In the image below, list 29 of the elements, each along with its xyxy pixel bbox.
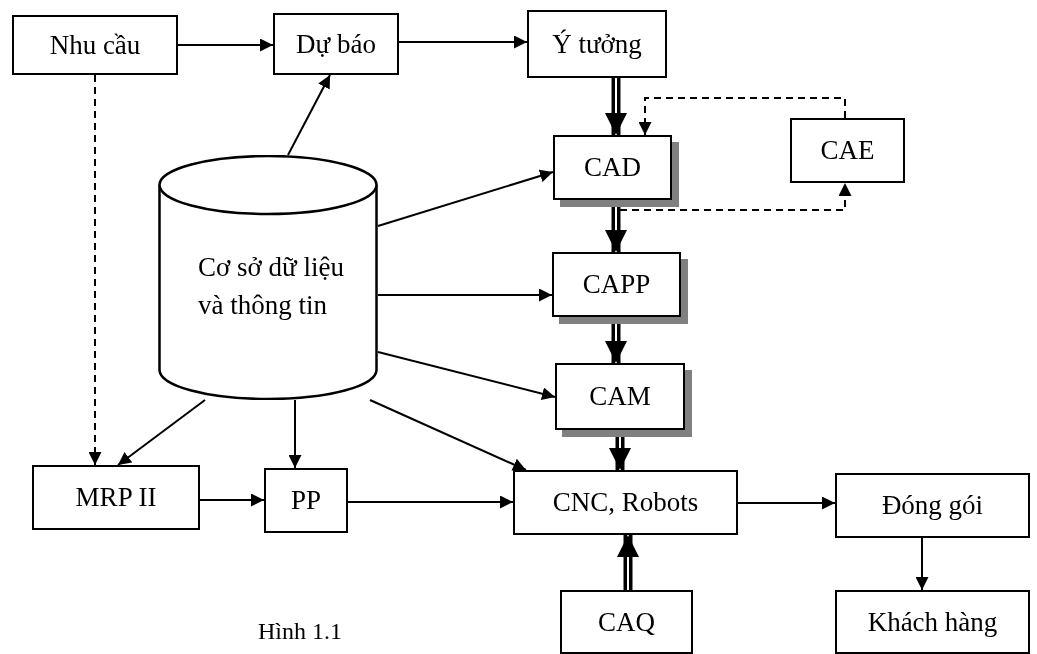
process-box: CAQ	[560, 590, 693, 654]
arrow	[737, 496, 836, 510]
arrow	[915, 537, 929, 591]
arrow	[377, 169, 554, 227]
arrow	[177, 38, 274, 52]
arrow	[369, 399, 527, 471]
arrow	[88, 74, 102, 466]
arrow	[398, 35, 528, 49]
process-box: Dự báo	[273, 13, 399, 75]
process-box: Ý tưởng	[527, 10, 667, 78]
arrow	[605, 78, 627, 135]
figure-caption: Hình 1.1	[258, 618, 342, 645]
node-label: Cơ sở dữ liệu và thông tin	[198, 251, 345, 322]
process-box: CAE	[790, 118, 905, 183]
arrow	[287, 74, 331, 156]
arrow	[347, 495, 514, 509]
arrow	[638, 97, 846, 136]
arrow	[377, 351, 556, 401]
process-box: Nhu cầu	[12, 15, 178, 75]
process-box: CNC, Robots	[513, 470, 738, 535]
process-box: Đóng gói	[835, 473, 1030, 538]
process-box: Khách hàng	[835, 590, 1030, 654]
arrow	[377, 288, 553, 302]
arrow	[617, 535, 639, 590]
process-box: MRP II	[32, 465, 200, 530]
arrow	[117, 399, 206, 466]
process-box: PP	[264, 468, 348, 533]
arrow	[288, 399, 302, 469]
arrow	[199, 493, 265, 507]
